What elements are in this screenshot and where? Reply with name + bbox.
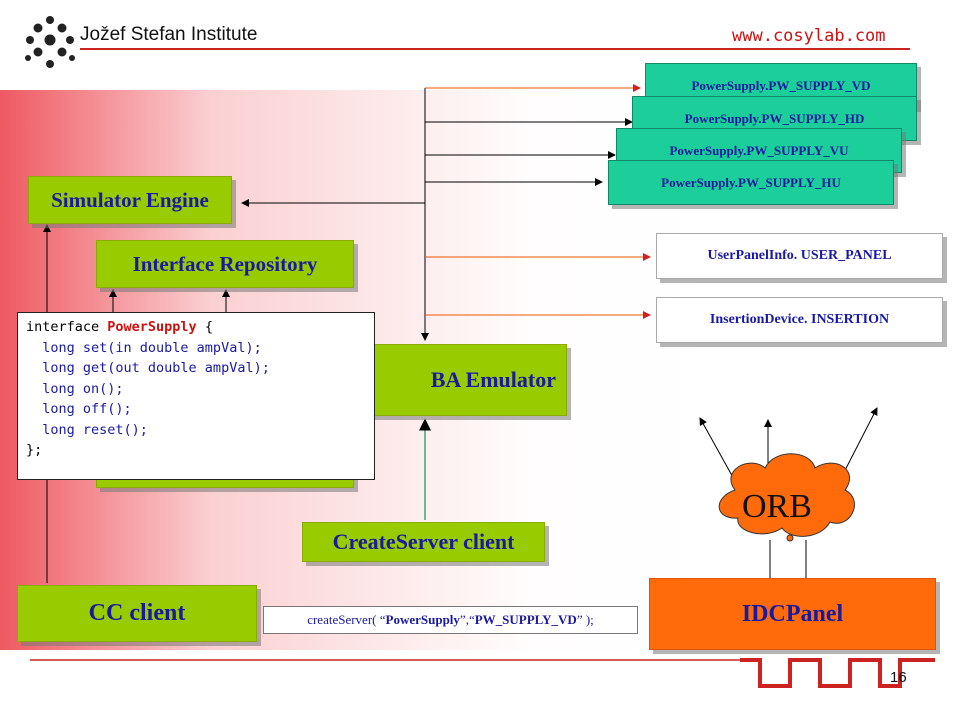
page-number: 16 bbox=[890, 669, 907, 686]
header-divider bbox=[80, 48, 910, 50]
user-panel-box[interactable]: UserPanelInfo. USER_PANEL bbox=[656, 233, 943, 279]
code-line-1: interface PowerSupply { bbox=[26, 319, 213, 335]
device-pw-supply-hu[interactable]: PowerSupply.PW_SUPPLY_HU bbox=[608, 160, 894, 205]
code-line-2: long set(in double ampVal); bbox=[26, 339, 262, 356]
create-server-client-box[interactable]: CreateServer client bbox=[302, 522, 545, 562]
orb-cloud-shape bbox=[718, 453, 855, 537]
institute-logo bbox=[25, 16, 75, 68]
idl-code-box: interface PowerSupply { long set(in doub… bbox=[17, 312, 375, 480]
simulator-engine-box[interactable]: Simulator Engine bbox=[28, 176, 232, 224]
code-line-4: long on(); bbox=[26, 380, 124, 397]
code-line-5: long off(); bbox=[26, 401, 132, 417]
code-line-3: long get(out double ampVal); bbox=[26, 360, 270, 376]
code-line-7: }; bbox=[26, 442, 43, 458]
interface-repository-box[interactable]: Interface Repository bbox=[96, 240, 354, 288]
institute-name: Jožef Stefan Institute bbox=[80, 24, 258, 45]
orb-label: ORB bbox=[742, 488, 812, 525]
idc-panel-box[interactable]: IDCPanel bbox=[649, 578, 936, 650]
website-url[interactable]: www.cosylab.com bbox=[732, 26, 886, 46]
cc-client-box[interactable]: CC client bbox=[17, 585, 257, 642]
code-line-6: long reset(); bbox=[26, 421, 148, 438]
insertion-device-box[interactable]: InsertionDevice. INSERTION bbox=[656, 297, 943, 343]
create-server-call-note: createServer( “PowerSupply”,“PW_SUPPLY_V… bbox=[263, 606, 638, 634]
